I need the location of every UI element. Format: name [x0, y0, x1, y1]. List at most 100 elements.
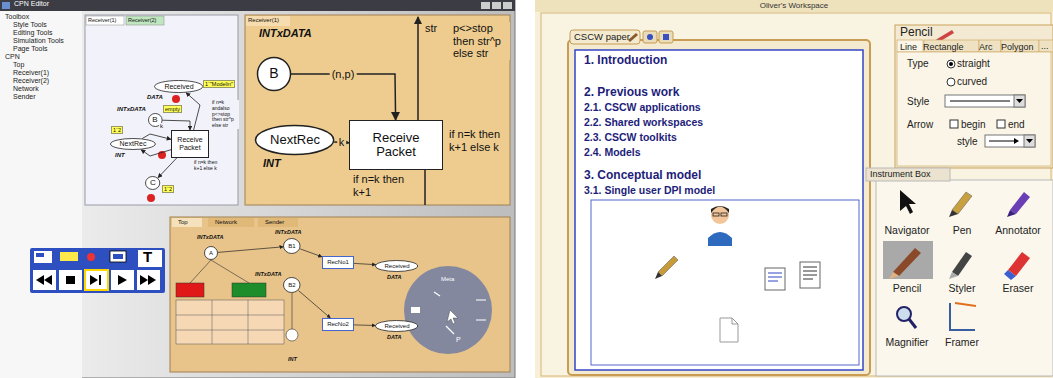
panel-text: T	[143, 248, 152, 265]
annotation-label: if n=k then k+1 else k	[193, 160, 227, 172]
annotation-label: 1`"Modelin"	[204, 81, 234, 87]
place: Received	[154, 80, 203, 93]
node-label: RecNo2	[326, 321, 350, 328]
property-panel: PencilLineRectangleArcPolygon...Typestra…	[895, 25, 1053, 168]
place-ellipse	[256, 126, 334, 155]
panel-text: 2.3. CSCW toolkits	[584, 131, 677, 143]
place: A	[204, 246, 218, 260]
transition: Receive Packet	[171, 130, 209, 158]
panel-text: Receiver(1)	[88, 17, 116, 23]
panel-text: Annotator	[995, 224, 1041, 236]
transition: RecNo1	[322, 256, 354, 269]
arc-connector	[354, 263, 376, 264]
place-ellipse	[284, 278, 301, 293]
annotation-label: 1`2	[112, 127, 122, 133]
annotation-label: Receiver(1)	[12, 69, 50, 77]
panel-text: Sender	[265, 219, 284, 226]
arc-connector	[291, 74, 396, 120]
panel-text: 2.1. CSCW applications	[584, 101, 701, 113]
panel-text: 1. Introduction	[584, 54, 667, 68]
annotation-label: Editing Tools	[12, 29, 54, 37]
place-ellipse	[258, 58, 291, 91]
annotation-label: DATA	[386, 274, 402, 280]
editor-window: CPN EditorReceiver(1) Receiver(2) Received…	[0, 0, 515, 378]
place: B2	[283, 277, 301, 293]
place-ellipse	[111, 139, 156, 150]
place-ellipse	[146, 177, 160, 190]
annotation-label: INT	[262, 157, 282, 170]
place: Received	[375, 260, 418, 272]
panel-text: ...	[1041, 41, 1049, 51]
arc-connector	[300, 249, 322, 257]
place-ellipse	[205, 247, 218, 260]
panel-text: Rectangle	[923, 42, 964, 52]
annotation-label: INTxDATA	[254, 271, 282, 277]
annotation-label: empty	[164, 106, 181, 112]
node-label: Receive Packet	[350, 131, 442, 160]
annotation-label: Sender	[12, 93, 37, 101]
place-ellipse	[155, 81, 203, 93]
annotation-label: Page Tools	[12, 45, 49, 53]
node-label: B	[151, 116, 158, 125]
node-label: A	[208, 250, 214, 257]
annotation-label: k	[159, 123, 164, 130]
node-label: Received	[383, 263, 410, 270]
panel-text: Magnifier	[885, 336, 928, 348]
annotation-label: INTxDATA	[196, 234, 224, 240]
node-label: B1	[287, 243, 296, 250]
panel-text: Network	[215, 219, 237, 226]
panel-text: Top	[178, 219, 188, 226]
panel-text: CSCW paper	[574, 32, 630, 43]
arc-connector	[218, 247, 283, 253]
panel-text: 2. Previous work	[584, 86, 679, 100]
annotation-label: INT	[114, 152, 126, 159]
panel-text: Pencil	[893, 282, 922, 294]
place: B	[257, 57, 291, 91]
arc-inscription: (n,p)	[330, 68, 357, 80]
annotation-label: INTxDATA	[116, 106, 147, 113]
place-ellipse	[284, 239, 301, 254]
panel-text: begin	[961, 119, 985, 131]
panel-text: style	[957, 136, 978, 148]
annotation-label: P	[455, 336, 462, 344]
annotation-label: p<>stop then str^p else str	[452, 22, 510, 60]
panel-text: 2.2. Shared workspaces	[584, 116, 703, 128]
node-label: Received	[163, 83, 194, 91]
panel-text: Styler	[949, 282, 976, 294]
arc-inscription: k	[337, 136, 347, 148]
arc-connector	[158, 158, 177, 178]
panel-text: 2.4. Models	[584, 146, 641, 158]
panel-text: Eraser	[1003, 282, 1034, 294]
annotation-label: INTxDATA	[258, 27, 313, 40]
workspace-window: Oliver's WorkspaceCSCW paper1. Introduct…	[535, 0, 1053, 378]
arc-connector	[162, 120, 190, 130]
panel-text: Navigator	[885, 224, 930, 236]
annotation-label: if n=k then k+1	[352, 173, 414, 198]
panel-text: Pen	[953, 224, 972, 236]
panel-text: Polygon	[1001, 42, 1034, 52]
arc-connector	[354, 324, 376, 326]
arc-connector	[142, 134, 171, 139]
panel-text: Arc	[979, 42, 993, 52]
transition: Receive Packet	[349, 120, 443, 170]
panel-text: Receiver(1)	[248, 17, 279, 24]
tool-palette: T	[30, 248, 165, 293]
annotation-label: DATA	[386, 334, 402, 340]
node-label: C	[149, 179, 157, 188]
annotation-label: str	[424, 22, 438, 35]
annotation-label: Toolbox	[4, 13, 30, 21]
annotation-label: if n=k andalso p<>stop then str^p else s…	[211, 100, 239, 129]
annotation-label: INTxDATA	[274, 229, 302, 235]
annotation-label: Meta	[440, 276, 455, 283]
place-ellipse	[376, 321, 418, 332]
node-label: Received	[383, 323, 410, 330]
node-label: NextRec	[119, 140, 148, 148]
document-panel: CSCW paper 1. Introduction 2. Previous wor…	[568, 30, 870, 375]
panel-text: CPN Editor	[14, 0, 49, 8]
panel-text: curved	[957, 76, 987, 88]
panel-text: Receiver(2)	[128, 17, 156, 23]
